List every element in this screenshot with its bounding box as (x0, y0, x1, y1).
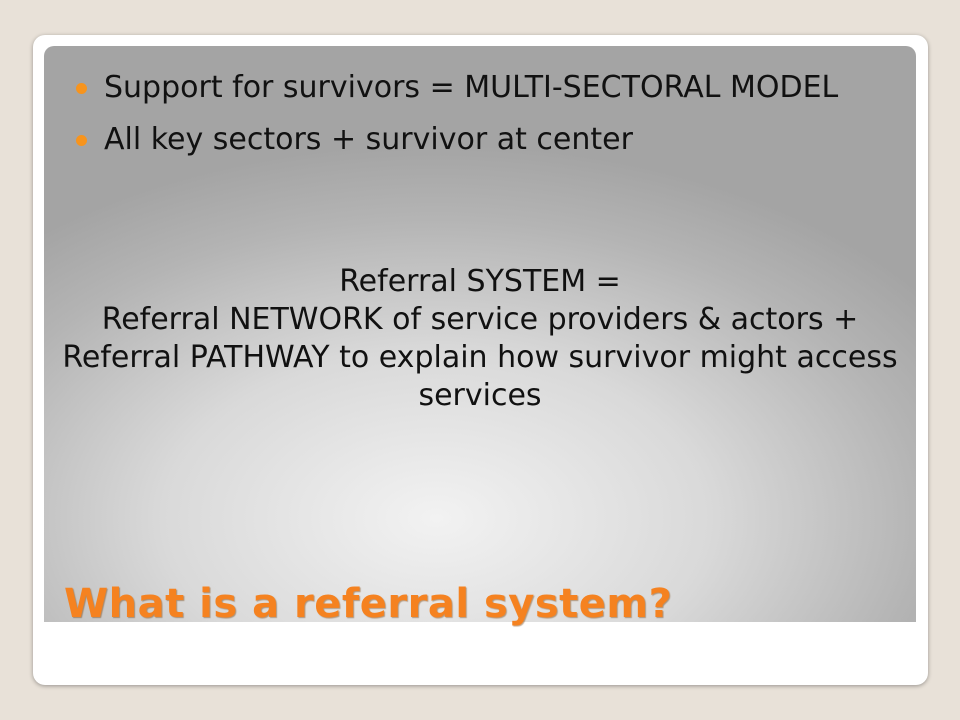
definition-line: Referral NETWORK of service providers & … (101, 302, 859, 337)
bullet-text: Support for survivors = MULTI-SECTORAL M… (104, 70, 839, 105)
bullet-dot-icon (76, 83, 87, 94)
referral-definition: Referral SYSTEM = Referral NETWORK of se… (60, 263, 900, 415)
bullet-item: Support for survivors = MULTI-SECTORAL M… (74, 68, 874, 108)
bullet-dot-icon (76, 135, 87, 146)
bullet-item: All key sectors + survivor at center (74, 120, 874, 160)
definition-line: Referral SYSTEM = (339, 264, 621, 299)
bullet-text: All key sectors + survivor at center (104, 122, 633, 157)
slide-title: What is a referral system? (64, 581, 673, 627)
bullet-list: Support for survivors = MULTI-SECTORAL M… (74, 68, 874, 172)
definition-line: Referral PATHWAY to explain how survivor… (62, 340, 898, 413)
content-panel (44, 46, 916, 622)
